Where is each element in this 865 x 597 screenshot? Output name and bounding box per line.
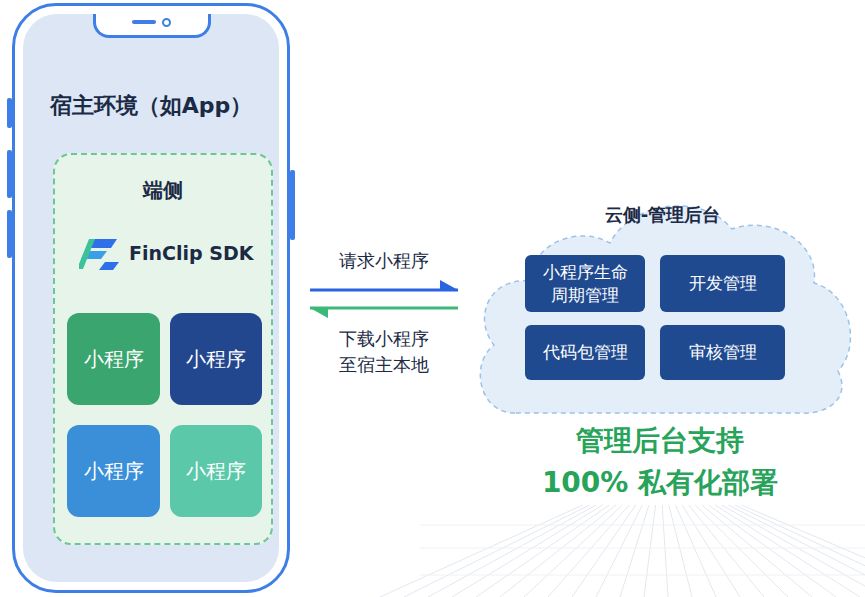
flow-arrow bbox=[310, 307, 458, 310]
box-label: 小程序 bbox=[186, 346, 246, 372]
grid-line bbox=[524, 505, 623, 597]
sdk-name: FinClip SDK bbox=[129, 241, 253, 266]
region-title: 宿主环境（如App） bbox=[15, 92, 287, 121]
edge-label: 请求小程序 bbox=[339, 248, 429, 274]
grid-line bbox=[428, 505, 596, 597]
grid-line bbox=[682, 505, 740, 597]
grid-line bbox=[669, 505, 692, 597]
grid-line bbox=[644, 505, 656, 597]
box-label: 开发管理 bbox=[689, 272, 757, 294]
grid-line bbox=[728, 505, 865, 597]
box-label: 小程序 bbox=[84, 346, 144, 372]
finclip-logo bbox=[79, 237, 123, 271]
box-label: 小程序 bbox=[186, 458, 246, 484]
grid-line bbox=[620, 505, 649, 597]
mini-program-box: 小程序 bbox=[67, 313, 160, 405]
box-label: 代码包管理 bbox=[543, 341, 628, 363]
process-box: 开发管理 bbox=[660, 255, 785, 312]
box-label: 小程序生命 周期管理 bbox=[537, 261, 633, 305]
box-label: 小程序 bbox=[84, 458, 144, 484]
grid-line bbox=[675, 505, 716, 597]
edge-label: 下载小程序 至宿主本地 bbox=[334, 326, 434, 378]
grid-line bbox=[735, 505, 865, 597]
host-phone: 小程序小程序小程序小程序端侧FinClip SDK宿主环境（如App） bbox=[12, 3, 290, 593]
mini-program-box: 小程序 bbox=[170, 313, 262, 405]
grid-line bbox=[596, 505, 642, 597]
perspective-grid bbox=[380, 505, 865, 597]
grid-line bbox=[702, 505, 812, 597]
grid-line bbox=[722, 505, 865, 597]
process-box: 代码包管理 bbox=[525, 325, 645, 380]
grid-line bbox=[548, 505, 629, 597]
grid-line bbox=[715, 505, 860, 597]
grid-line bbox=[420, 525, 865, 526]
mini-program-box: 小程序 bbox=[67, 425, 160, 517]
grid-line bbox=[689, 505, 764, 597]
grid-line bbox=[572, 505, 636, 597]
process-box: 小程序生命 周期管理 bbox=[525, 255, 645, 312]
process-box: 审核管理 bbox=[660, 325, 785, 380]
grid-line bbox=[420, 575, 865, 576]
region-title: 云侧-管理后台 bbox=[510, 203, 815, 226]
slogan-text: 管理后台支持 bbox=[540, 422, 780, 460]
grid-line bbox=[420, 548, 865, 549]
client-region: 小程序小程序小程序小程序端侧FinClip SDK bbox=[53, 153, 273, 545]
grid-line bbox=[742, 505, 865, 597]
grid-line bbox=[476, 505, 609, 597]
grid-line bbox=[452, 505, 603, 597]
box-label: 审核管理 bbox=[689, 341, 757, 363]
phone-button bbox=[290, 170, 295, 240]
grid-line bbox=[709, 505, 836, 597]
cloud-region: 小程序生命 周期管理 开发管理代码包管理 审核管理 云侧-管理后台 bbox=[470, 185, 855, 420]
region-title: 端侧 bbox=[55, 177, 271, 203]
phone-notch bbox=[93, 14, 211, 38]
slogan-text: 100% 私有化部署 bbox=[540, 464, 780, 502]
flow-arrow bbox=[310, 289, 458, 292]
speaker-slot bbox=[132, 20, 156, 24]
grid-line bbox=[662, 505, 668, 597]
grid-line bbox=[500, 505, 616, 597]
mini-program-box: 小程序 bbox=[170, 425, 262, 517]
grid-line bbox=[380, 505, 583, 597]
camera-dot bbox=[162, 18, 171, 27]
